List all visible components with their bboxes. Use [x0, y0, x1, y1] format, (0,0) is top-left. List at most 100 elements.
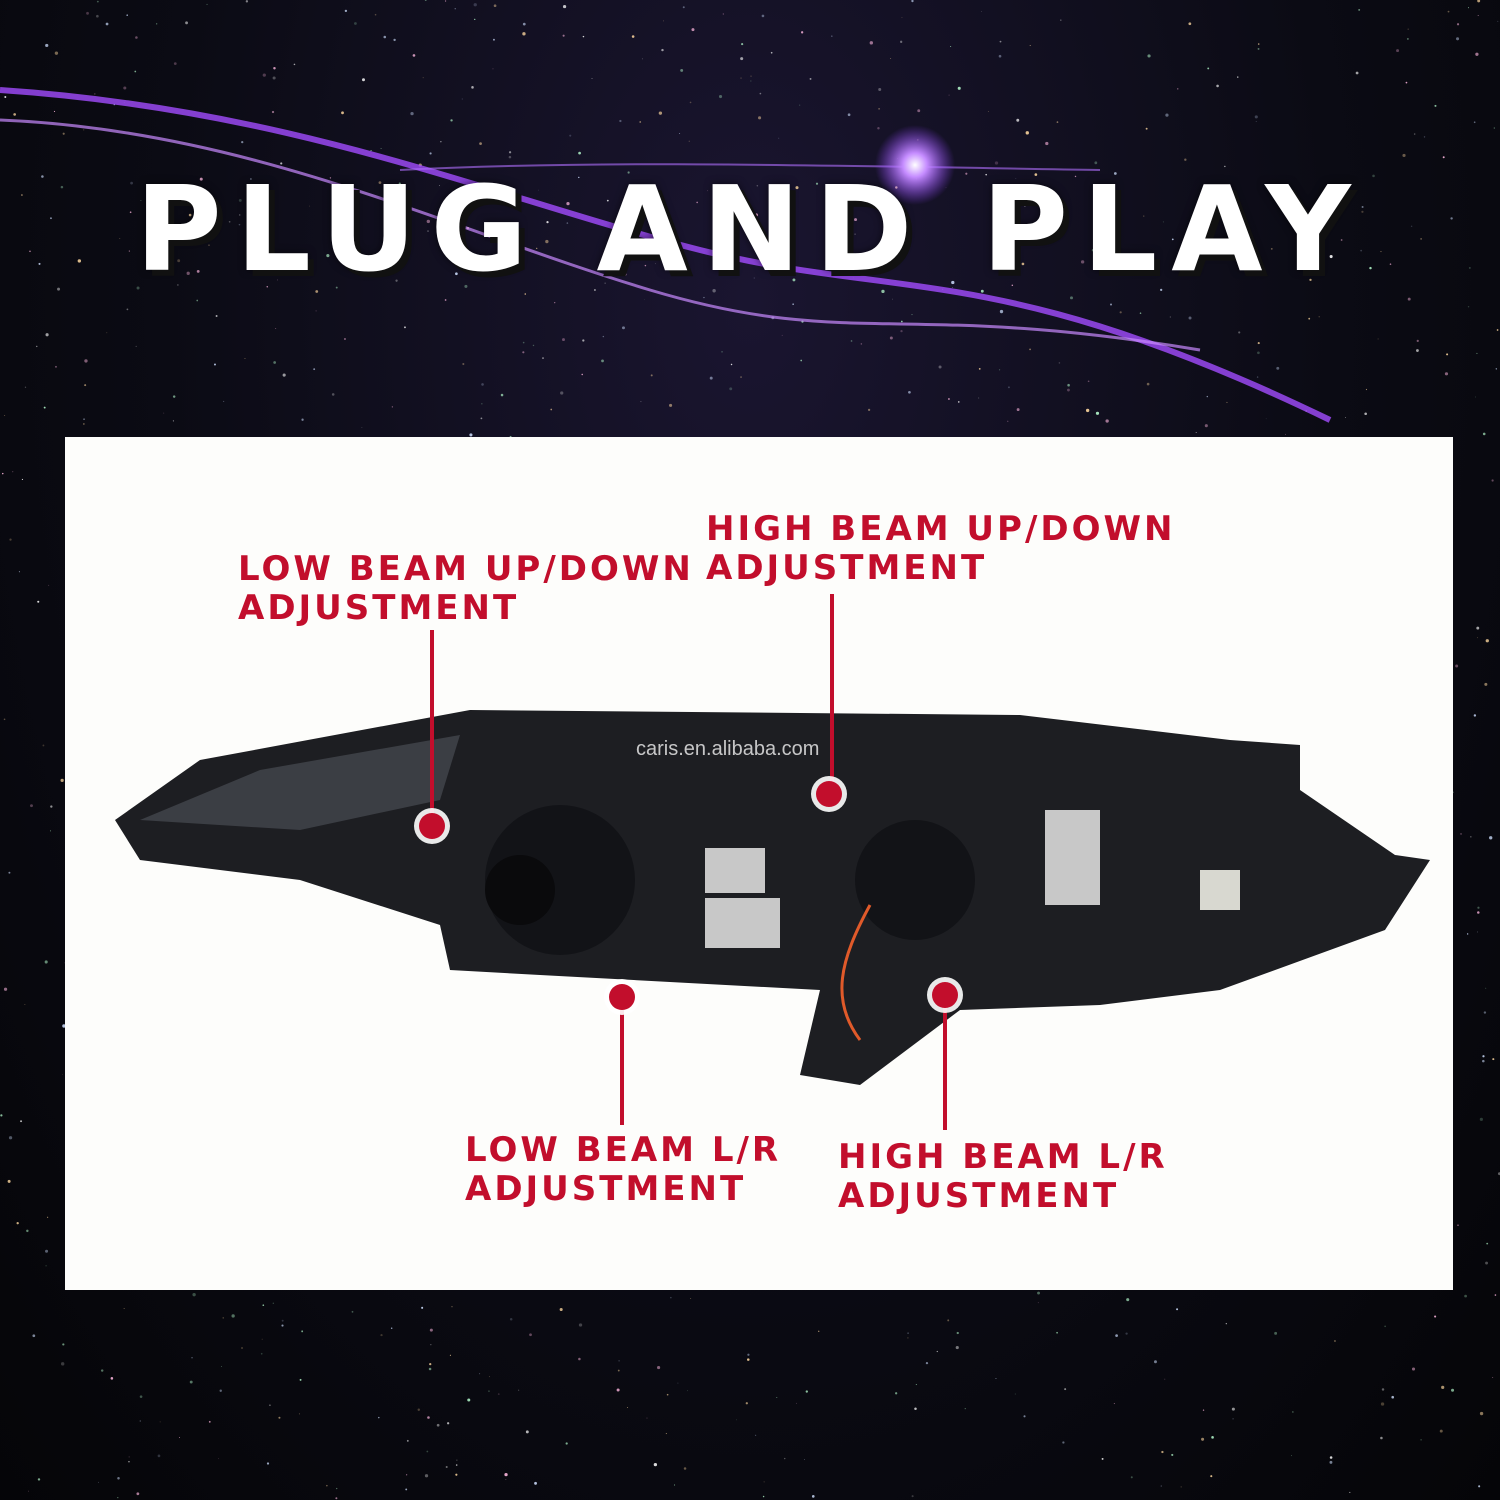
star [1477, 0, 1481, 3]
star [1014, 1393, 1016, 1395]
star [429, 152, 432, 155]
star [3, 987, 8, 991]
star [1391, 1395, 1395, 1399]
star [38, 262, 41, 265]
star [157, 1454, 161, 1458]
star [44, 960, 48, 964]
star [238, 198, 242, 202]
star [427, 230, 429, 232]
star [999, 40, 1002, 43]
star [1171, 238, 1174, 241]
star [50, 805, 53, 808]
star [1011, 284, 1014, 287]
star [1007, 386, 1010, 389]
star [669, 403, 673, 407]
star [16, 1221, 19, 1225]
star [215, 314, 218, 317]
star [282, 373, 286, 377]
star [1161, 1450, 1164, 1454]
star [796, 1402, 797, 1404]
star [1396, 49, 1400, 53]
star [869, 41, 874, 45]
star [404, 326, 406, 329]
star [344, 338, 346, 340]
star [128, 250, 130, 252]
star [532, 344, 535, 347]
star [4, 414, 6, 416]
star [792, 278, 796, 282]
star [126, 308, 129, 311]
star [231, 1314, 235, 1318]
star [37, 600, 40, 603]
star [129, 211, 132, 214]
star [545, 239, 549, 244]
star [1334, 1340, 1336, 1342]
star [105, 22, 109, 26]
star [455, 272, 458, 276]
star [199, 177, 203, 181]
star [867, 408, 871, 411]
star [1130, 1476, 1133, 1479]
star [936, 1350, 938, 1353]
star [1491, 479, 1494, 482]
star [315, 290, 319, 293]
star [281, 1324, 284, 1327]
star [687, 1390, 688, 1392]
star [1105, 419, 1109, 423]
star [1237, 76, 1239, 78]
star [1147, 54, 1151, 58]
star [126, 14, 128, 16]
star [1064, 1388, 1067, 1391]
star [1125, 1332, 1128, 1335]
star [378, 1416, 380, 1419]
star [895, 1392, 898, 1395]
star [980, 289, 984, 293]
star [747, 1358, 750, 1361]
star [1473, 714, 1477, 717]
star [30, 804, 33, 808]
star [1369, 266, 1372, 270]
star [32, 1334, 36, 1338]
star [1477, 906, 1480, 909]
star [1476, 626, 1480, 630]
star [617, 1369, 620, 1372]
star [750, 75, 752, 77]
star [262, 1304, 265, 1307]
star [1468, 7, 1469, 9]
callout-line1: LOW BEAM L/R [465, 1130, 782, 1170]
star [493, 38, 495, 41]
star [640, 401, 642, 403]
star [994, 161, 999, 165]
star [429, 1328, 433, 1332]
star [1489, 836, 1493, 840]
star [196, 269, 200, 273]
star [889, 336, 893, 340]
star [646, 1417, 648, 1419]
star [159, 1421, 161, 1423]
star [1224, 165, 1226, 168]
star [948, 94, 950, 96]
star [474, 18, 476, 21]
star [644, 264, 647, 267]
star [907, 1337, 909, 1339]
star [604, 282, 606, 284]
star [1389, 263, 1392, 265]
star [809, 77, 812, 80]
star [995, 1378, 997, 1379]
star [1309, 273, 1312, 277]
star [1029, 44, 1031, 46]
star [509, 1318, 513, 1321]
star [582, 35, 585, 38]
star [1497, 20, 1499, 22]
star [467, 1398, 471, 1402]
star [100, 1369, 104, 1372]
star [45, 1265, 47, 1267]
star [1485, 987, 1487, 989]
star [1095, 411, 1100, 415]
star [117, 1477, 120, 1480]
star [336, 1487, 338, 1490]
star [191, 1357, 193, 1359]
star [703, 296, 705, 299]
star [679, 132, 681, 135]
star [538, 189, 539, 191]
